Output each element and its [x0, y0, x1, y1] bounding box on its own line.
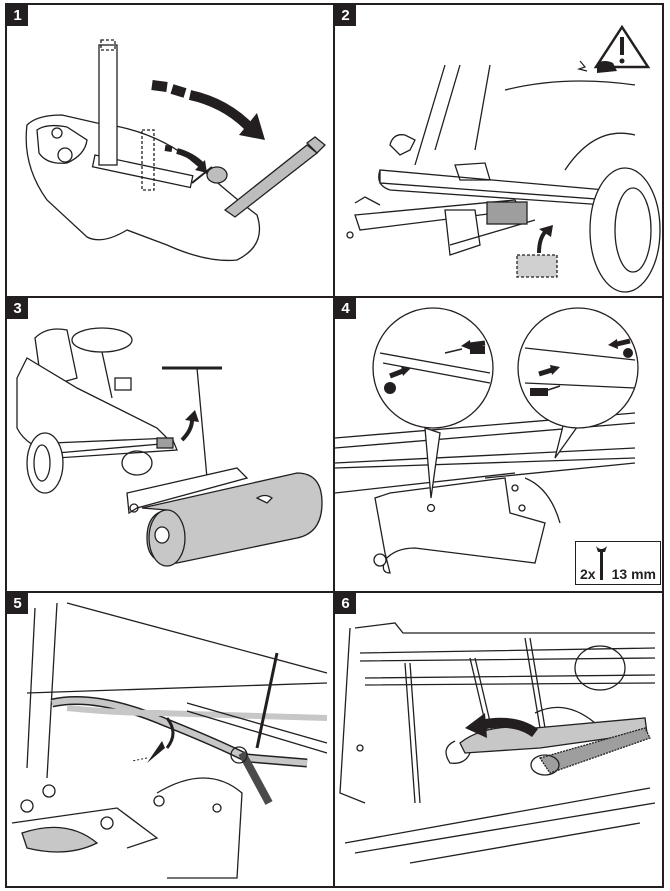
- step-number-badge: 5: [7, 593, 28, 614]
- wrench-icon: [596, 546, 607, 580]
- curved-arrow-icon: [164, 145, 207, 173]
- step-number-badge: 3: [7, 298, 28, 319]
- step-number-badge: 2: [335, 5, 356, 26]
- illustration-mower-with-roller: [16, 327, 323, 567]
- tool-quantity: 2x: [580, 566, 596, 582]
- tool-size: 13 mm: [611, 566, 656, 582]
- panel-divider-vertical: [333, 3, 335, 888]
- support-block: [516, 254, 558, 278]
- magnifier-detail-left: [372, 307, 494, 429]
- step-number-badge: 1: [7, 5, 28, 26]
- illustration-lift-lever: [25, 39, 326, 262]
- panel-divider-horizontal: [5, 591, 664, 593]
- curved-arrow-icon: [151, 80, 265, 140]
- panel-step-4: 4 2x: [335, 298, 662, 591]
- arrow-icon: [538, 365, 560, 377]
- magnifier-detail-right: [517, 307, 639, 429]
- curved-arrow-icon: [180, 410, 199, 442]
- arrow-icon: [389, 366, 411, 379]
- illustration-belt-spring: [11, 602, 328, 879]
- curved-arrow-icon: [537, 225, 553, 254]
- spring-right: [538, 727, 651, 774]
- lever-knob: [206, 166, 228, 184]
- arrow-icon: [461, 340, 486, 350]
- step-number-badge: 4: [335, 298, 356, 319]
- panel-divider-horizontal: [5, 296, 664, 298]
- warning-icon: [576, 24, 651, 73]
- panel-step-6: 6: [335, 593, 662, 886]
- panel-step-3: 3: [7, 298, 333, 591]
- panel-step-1: 1: [7, 5, 333, 296]
- illustration-spring: [339, 622, 656, 864]
- step-number-badge: 6: [335, 593, 356, 614]
- panel-step-2: 2: [335, 5, 662, 296]
- curved-arrow-icon: [465, 713, 538, 738]
- panel-step-5: 5: [7, 593, 333, 886]
- illustration-front-bumper: [346, 64, 661, 293]
- support-block-placed: [486, 201, 528, 225]
- lawn-roller: [141, 472, 323, 564]
- arrow-icon: [608, 338, 631, 349]
- rotate-arrow-icon: [131, 717, 175, 763]
- tool-callout: 2x 13 mm: [575, 541, 661, 585]
